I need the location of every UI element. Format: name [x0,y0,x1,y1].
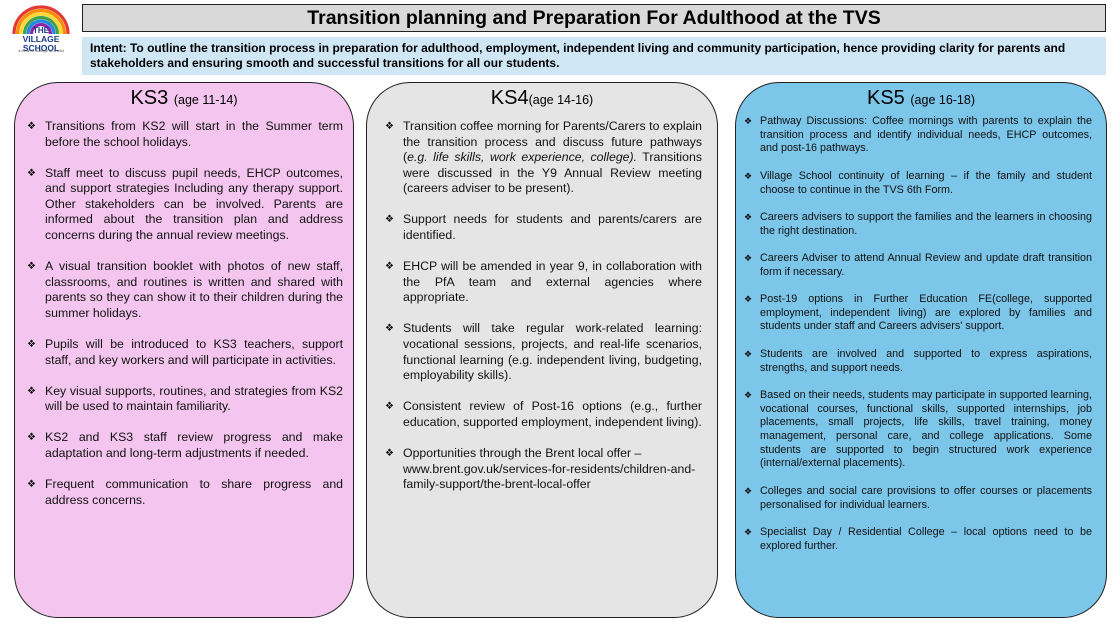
list-item: ❖Colleges and social care provisions to … [744,484,1092,511]
ks5-list: ❖Pathway Discussions: Coffee mornings wi… [744,115,1092,567]
four-diamond-bullet-icon: ❖ [744,211,753,222]
logo-text-the: THE [33,26,49,35]
list-item: ❖Consistent review of Post-16 options (e… [385,399,702,429]
four-diamond-bullet-icon: ❖ [385,121,394,132]
four-diamond-bullet-icon: ❖ [385,323,394,335]
list-item: ❖Specialist Day / Residential College – … [744,525,1092,552]
ks3-list: ❖Transitions from KS2 will start in the … [27,119,343,524]
list-item: ❖Pupils will be introduced to KS3 teache… [27,337,343,367]
ks3-panel: KS3 (age 11-14) ❖Transitions from KS2 wi… [14,82,354,618]
four-diamond-bullet-icon: ❖ [27,479,36,491]
four-diamond-bullet-icon: ❖ [744,294,753,305]
four-diamond-bullet-icon: ❖ [744,389,753,400]
list-item: ❖Careers advisers to support the familie… [744,210,1092,237]
ks5-heading: KS5 (age 16-18) [736,87,1106,110]
intent-statement: Intent: To outline the transition proces… [82,37,1106,75]
list-item: ❖Transitions from KS2 will start in the … [27,119,343,149]
list-item: ❖Transition coffee morning for Parents/C… [385,119,702,196]
ks5-title: KS5 [867,87,905,109]
list-item: ❖EHCP will be amended in year 9, in coll… [385,259,702,305]
ks4-heading: KS4(age 14-16) [367,87,717,110]
list-item: ❖Careers Adviser to attend Annual Review… [744,251,1092,278]
ks4-list: ❖Transition coffee morning for Parents/C… [385,119,702,508]
four-diamond-bullet-icon: ❖ [27,432,36,444]
ks5-panel: KS5 (age 16-18) ❖Pathway Discussions: Co… [735,82,1107,618]
four-diamond-bullet-icon: ❖ [385,214,394,226]
list-item: ❖Pathway Discussions: Coffee mornings wi… [744,115,1092,155]
rainbow-icon [12,5,70,35]
list-item: ❖Students are involved and supported to … [744,347,1092,374]
school-logo: THE VILLAGE SCHOOL a believe college at … [8,2,74,66]
ks4-panel: KS4(age 14-16) ❖Transition coffee mornin… [366,82,718,618]
four-diamond-bullet-icon: ❖ [27,385,36,397]
four-diamond-bullet-icon: ❖ [27,261,36,273]
list-item: ❖Based on their needs, students may part… [744,388,1092,470]
logo-tagline: a believe college at a wild [18,48,64,53]
four-diamond-bullet-icon: ❖ [744,116,753,126]
four-diamond-bullet-icon: ❖ [385,401,394,413]
four-diamond-bullet-icon: ❖ [744,348,753,359]
four-diamond-bullet-icon: ❖ [744,526,753,537]
list-item: ❖Opportunities through the Brent local o… [385,446,696,492]
four-diamond-bullet-icon: ❖ [744,170,753,181]
ks3-heading: KS3 (age 11-14) [15,87,353,110]
list-item: ❖Students will take regular work-related… [385,321,702,383]
logo-text-school: VILLAGE SCHOOL [22,34,60,53]
list-item: ❖Village School continuity of learning –… [744,169,1092,196]
list-item: ❖Support needs for students and parents/… [385,212,702,243]
list-item: ❖Key visual supports, routines, and stra… [27,383,343,414]
list-item: ❖Post-19 options in Further Education FE… [744,293,1092,333]
ks3-age: (age 11-14) [173,93,238,107]
ks4-age: (age 14-16) [528,93,594,107]
four-diamond-bullet-icon: ❖ [744,485,753,496]
four-diamond-bullet-icon: ❖ [385,448,394,459]
list-item: ❖A visual transition booklet with photos… [27,259,343,320]
ks5-age: (age 16-18) [910,93,975,107]
list-item: ❖Frequent communication to share progres… [27,477,343,507]
page-title: Transition planning and Preparation For … [82,4,1106,32]
four-diamond-bullet-icon: ❖ [27,339,36,351]
four-diamond-bullet-icon: ❖ [27,121,36,132]
ks3-title: KS3 [130,87,169,109]
list-item: ❖Staff meet to discuss pupil needs, EHCP… [27,165,343,243]
four-diamond-bullet-icon: ❖ [385,261,394,273]
ks4-title: KS4 [490,87,529,109]
four-diamond-bullet-icon: ❖ [27,167,36,179]
four-diamond-bullet-icon: ❖ [744,252,753,263]
list-item: ❖KS2 and KS3 staff review progress and m… [27,430,343,460]
